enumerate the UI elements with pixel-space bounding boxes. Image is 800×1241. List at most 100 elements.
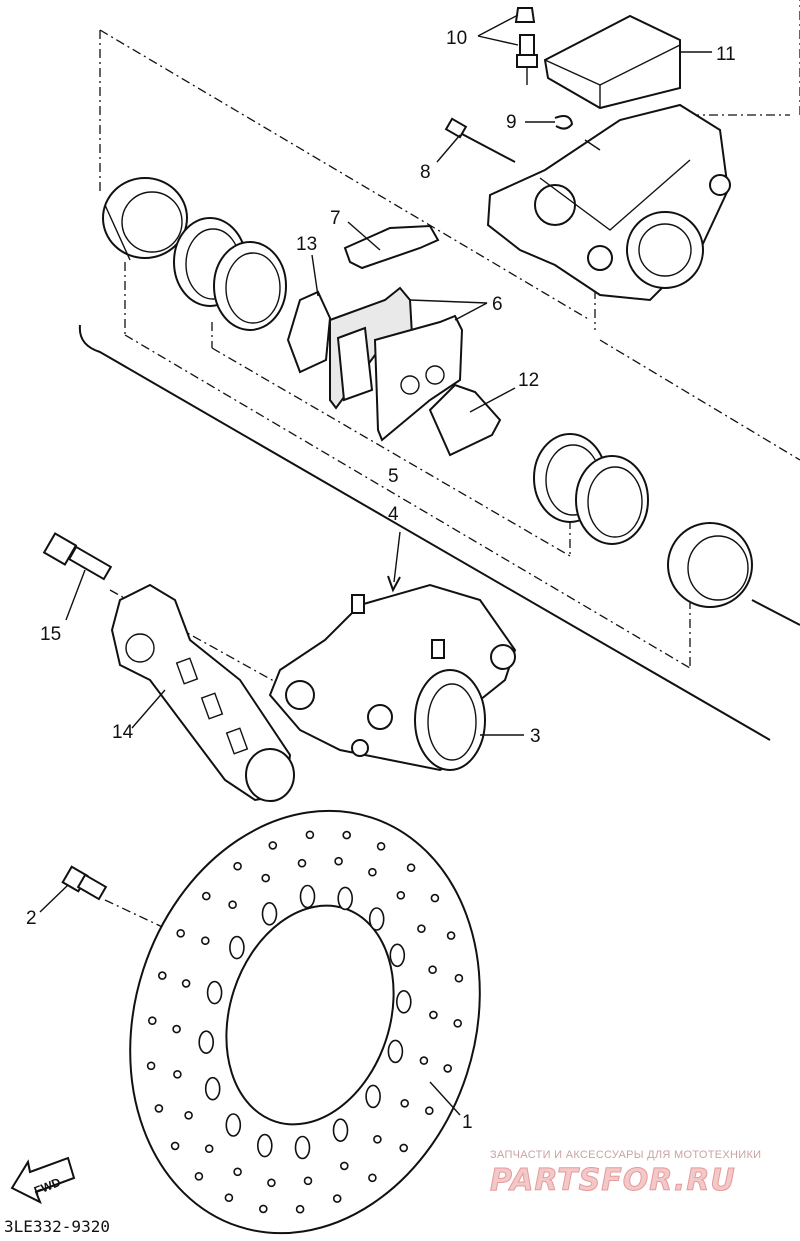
label-part-7: 7 bbox=[330, 208, 341, 229]
disc-hole bbox=[268, 841, 278, 850]
label-part-1: 1 bbox=[462, 1112, 473, 1133]
diagram-part-code: 3LE332-9320 bbox=[4, 1217, 110, 1236]
disc-hole bbox=[339, 1161, 349, 1171]
disc-hole bbox=[267, 1178, 276, 1188]
disc-hole bbox=[198, 1030, 214, 1054]
disc-hole bbox=[184, 1111, 193, 1120]
disc-hole bbox=[365, 1084, 381, 1109]
clip-part bbox=[554, 115, 574, 130]
disc-hole bbox=[206, 980, 223, 1005]
disc-hole bbox=[389, 943, 406, 968]
disc-hole bbox=[261, 901, 278, 926]
disc-hole bbox=[399, 1143, 409, 1153]
watermark-logo: PARTSFOR.RU bbox=[490, 1163, 736, 1198]
disc-hole bbox=[228, 900, 237, 910]
caliper-bracket-part bbox=[110, 583, 295, 802]
disc-hole bbox=[406, 863, 416, 873]
brake-disc-part bbox=[129, 809, 481, 1235]
disc-hole bbox=[294, 1135, 311, 1160]
disc-hole bbox=[172, 1024, 181, 1034]
piston-right-part bbox=[667, 522, 753, 608]
disc-hole bbox=[170, 1141, 180, 1151]
pad-spring-part bbox=[343, 224, 440, 270]
disc-hole bbox=[194, 1172, 204, 1181]
brake-disc-holes bbox=[146, 830, 464, 1214]
disc-hole bbox=[158, 971, 167, 980]
seal-rings-right bbox=[533, 433, 649, 545]
label-part-4: 4 bbox=[388, 504, 399, 525]
disc-hole bbox=[368, 867, 377, 877]
disc-hole bbox=[453, 1018, 463, 1028]
disc-hole bbox=[224, 1193, 234, 1202]
disc-hole bbox=[297, 858, 307, 868]
disc-hole bbox=[176, 928, 185, 938]
exploded-frame-lines bbox=[99, 0, 800, 941]
disc-hole bbox=[181, 979, 191, 988]
disc-hole bbox=[443, 1064, 453, 1073]
disc-hole bbox=[148, 1016, 157, 1026]
disc-hole bbox=[429, 1010, 438, 1020]
disc-hole bbox=[446, 931, 456, 940]
disc-hole bbox=[256, 1133, 273, 1158]
watermark-tagline: ЗАПЧАСТИ И АКСЕССУАРЫ ДЛЯ МОТОТЕХНИКИ bbox=[490, 1149, 761, 1161]
shim-right-part bbox=[428, 383, 502, 457]
disc-hole bbox=[430, 893, 440, 903]
label-part-8: 8 bbox=[420, 162, 431, 183]
disc-hole bbox=[368, 1173, 377, 1183]
label-part-5: 5 bbox=[388, 466, 399, 487]
label-part-11: 11 bbox=[716, 44, 736, 65]
disc-hole bbox=[146, 1061, 156, 1071]
rotor-bolt-part bbox=[61, 865, 108, 901]
label-part-15: 15 bbox=[40, 624, 61, 645]
pad-pin-part bbox=[444, 117, 516, 163]
disc-hole bbox=[204, 1076, 221, 1101]
label-part-9: 9 bbox=[506, 112, 517, 133]
disc-hole bbox=[233, 861, 242, 871]
disc-hole bbox=[396, 890, 406, 900]
disc-hole bbox=[204, 1144, 214, 1153]
bleed-screw-part bbox=[514, 7, 538, 85]
disc-hole bbox=[368, 907, 385, 931]
disc-hole bbox=[229, 935, 245, 960]
label-part-3: 3 bbox=[530, 726, 541, 747]
disc-hole bbox=[387, 1039, 404, 1064]
piston-left-part bbox=[102, 177, 188, 261]
disc-hole bbox=[454, 973, 464, 983]
disc-hole bbox=[428, 965, 437, 975]
disc-hole bbox=[261, 873, 271, 883]
caliper-assembly-part bbox=[268, 583, 517, 772]
disc-hole bbox=[424, 1106, 434, 1115]
label-part-6: 6 bbox=[492, 294, 503, 315]
shim-left-part bbox=[286, 290, 332, 374]
pad-cover-part bbox=[543, 14, 681, 110]
disc-hole bbox=[334, 856, 343, 866]
label-part-12: 12 bbox=[518, 370, 539, 391]
disc-hole bbox=[342, 830, 352, 840]
disc-hole bbox=[299, 884, 316, 909]
disc-hole bbox=[332, 1194, 342, 1203]
disc-hole bbox=[202, 891, 211, 901]
label-part-2: 2 bbox=[26, 908, 37, 929]
bolt-part bbox=[42, 532, 113, 581]
label-part-13: 13 bbox=[296, 234, 317, 255]
label-part-10: 10 bbox=[446, 28, 467, 49]
disc-hole bbox=[419, 1056, 429, 1065]
disc-hole bbox=[303, 1176, 313, 1186]
group-separator-line bbox=[78, 324, 771, 741]
caliper-upper-body bbox=[486, 103, 731, 302]
disc-hole bbox=[400, 1099, 410, 1108]
disc-hole bbox=[376, 841, 386, 851]
disc-hole bbox=[154, 1104, 164, 1113]
disc-hole bbox=[225, 1113, 242, 1137]
disc-hole bbox=[373, 1135, 382, 1144]
disc-hole bbox=[295, 1204, 305, 1214]
disc-hole bbox=[337, 886, 354, 911]
disc-hole bbox=[201, 936, 210, 946]
brake-pads-part bbox=[329, 286, 464, 442]
disc-hole bbox=[332, 1118, 349, 1142]
forward-arrow-icon: FWD bbox=[10, 1156, 76, 1205]
disc-hole bbox=[417, 924, 426, 934]
disc-hole bbox=[305, 830, 315, 840]
seal-rings-left bbox=[173, 217, 287, 331]
